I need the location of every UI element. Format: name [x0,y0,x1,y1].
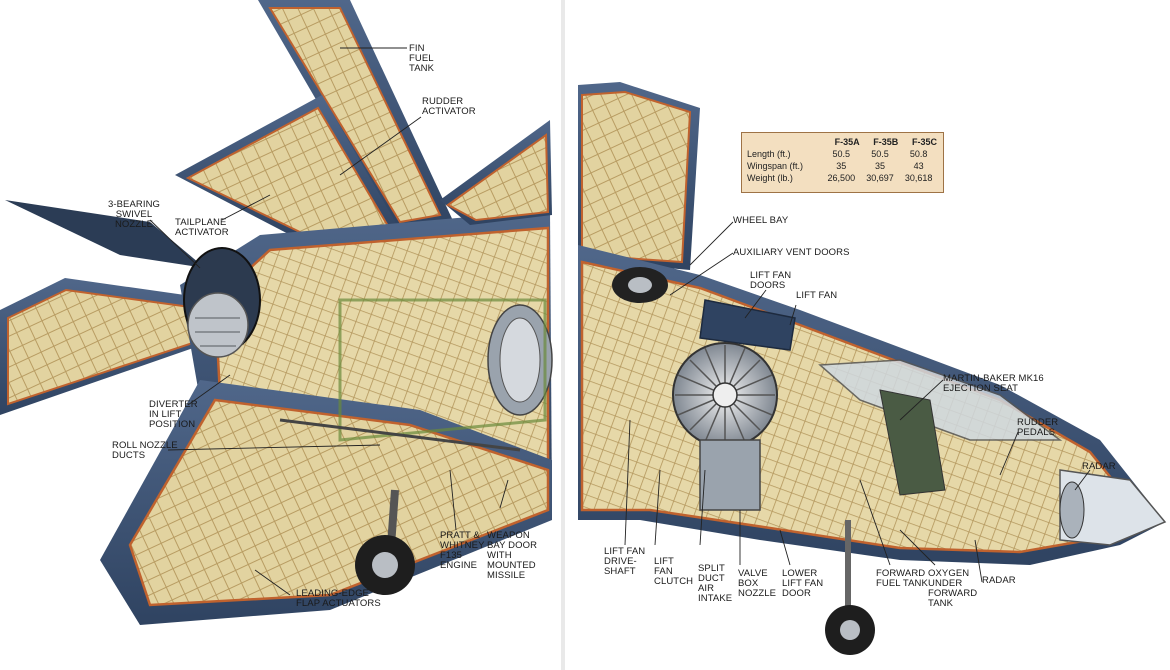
callout-lift-fan-doors: LIFT FAN DOORS [750,270,792,291]
callout-3-bearing-swivel-nozzle: 3-BEARING SWIVEL NOZZLE [107,199,161,230]
spec-row-label: Length (ft.) [747,149,791,159]
rear-fuselage-section [0,0,553,625]
callout-split-duct-air-intake: SPLIT DUCT AIR INTAKE [698,563,733,604]
callout-rudder-pedals: RUDDER PEDALS [1017,417,1059,438]
callout-lift-fan-driveshaft: LIFT FAN DRIVE- SHAFT [604,546,646,577]
callout-fin-fuel-tank: FIN FUEL TANK [409,43,435,74]
ejection-seat [879,389,946,496]
lift-fan-door [699,299,796,351]
variant-specifications-table: F-35A F-35B F-35C Length (ft.) 50.5 50.5… [741,132,944,193]
spec-cell: 35 [836,161,847,171]
spec-header-f35b: F-35B [873,137,899,147]
callout-diverter-in-lift-position: DIVERTER IN LIFT POSITION [149,399,198,430]
spec-cell: 30,697 [866,173,894,183]
spec-header-blank [747,137,823,148]
callout-radar-lower: RADAR [982,575,1016,586]
callout-radar-nose: RADAR [1082,461,1116,472]
radar-dish [1059,481,1085,539]
callout-leader-lines [149,47,1091,596]
spec-cell: 30,618 [904,173,933,183]
callout-tailplane-activator: TAILPLANE ACTIVATOR [175,217,229,238]
callout-roll-nozzle-ducts: ROLL NOZZLE DUCTS [112,440,178,461]
spec-table-header-row: F-35A F-35B F-35C [747,137,939,148]
spec-cell: 35 [874,161,885,171]
spec-row-label: Weight (lb.) [747,173,793,183]
nose-radome [1059,469,1167,546]
callout-forward-fuel-tank: FORWARD FUEL TANK [876,568,928,589]
spec-cell: 26,500 [827,173,856,183]
callout-auxiliary-vent-doors: AUXILIARY VENT DOORS [733,247,850,258]
spec-row-wingspan: Wingspan (ft.) 35 35 43 [747,160,939,172]
spec-cell: 50.5 [832,149,851,159]
callout-oxygen-under-forward-tank: OXYGEN UNDER FORWARD TANK [928,568,978,609]
nozzle-fairing [5,200,205,268]
callout-pratt-whitney-engine: PRATT & WHITNEY F135 ENGINE [440,530,485,571]
cockpit-canopy [818,359,1063,441]
callout-ejection-seat: MARTIN-BAKER MK16 EJECTION SEAT [943,373,1044,394]
callout-leading-edge-flap-actuators: LEADING-EDGE FLAP ACTUATORS [296,588,381,609]
spec-cell: 50.5 [871,149,889,159]
spec-row-label: Wingspan (ft.) [747,161,804,171]
spec-cell: 50.8 [909,149,928,159]
spec-header-f35a: F-35A [834,137,860,147]
callout-lower-lift-fan-door: LOWER LIFT FAN DOOR [782,568,824,599]
spec-row-length: Length (ft.) 50.5 50.5 50.8 [747,148,939,160]
callout-valve-box-nozzle: VALVE BOX NOZZLE [738,568,777,599]
callout-wheel-bay: WHEEL BAY [733,215,789,226]
callout-lift-fan-clutch: LIFT FAN CLUTCH [654,556,694,587]
spec-header-f35c: F-35C [911,137,937,147]
callout-rudder-activator: RUDDER ACTIVATOR [422,96,476,117]
spec-row-weight: Weight (lb.) 26,500 30,697 30,618 [747,172,939,184]
forward-fuselage-section [578,82,1167,655]
callout-lift-fan: LIFT FAN [796,290,838,301]
spec-cell: 43 [913,161,924,171]
callout-weapon-bay-door: WEAPON BAY DOOR WITH MOUNTED MISSILE [487,530,538,581]
